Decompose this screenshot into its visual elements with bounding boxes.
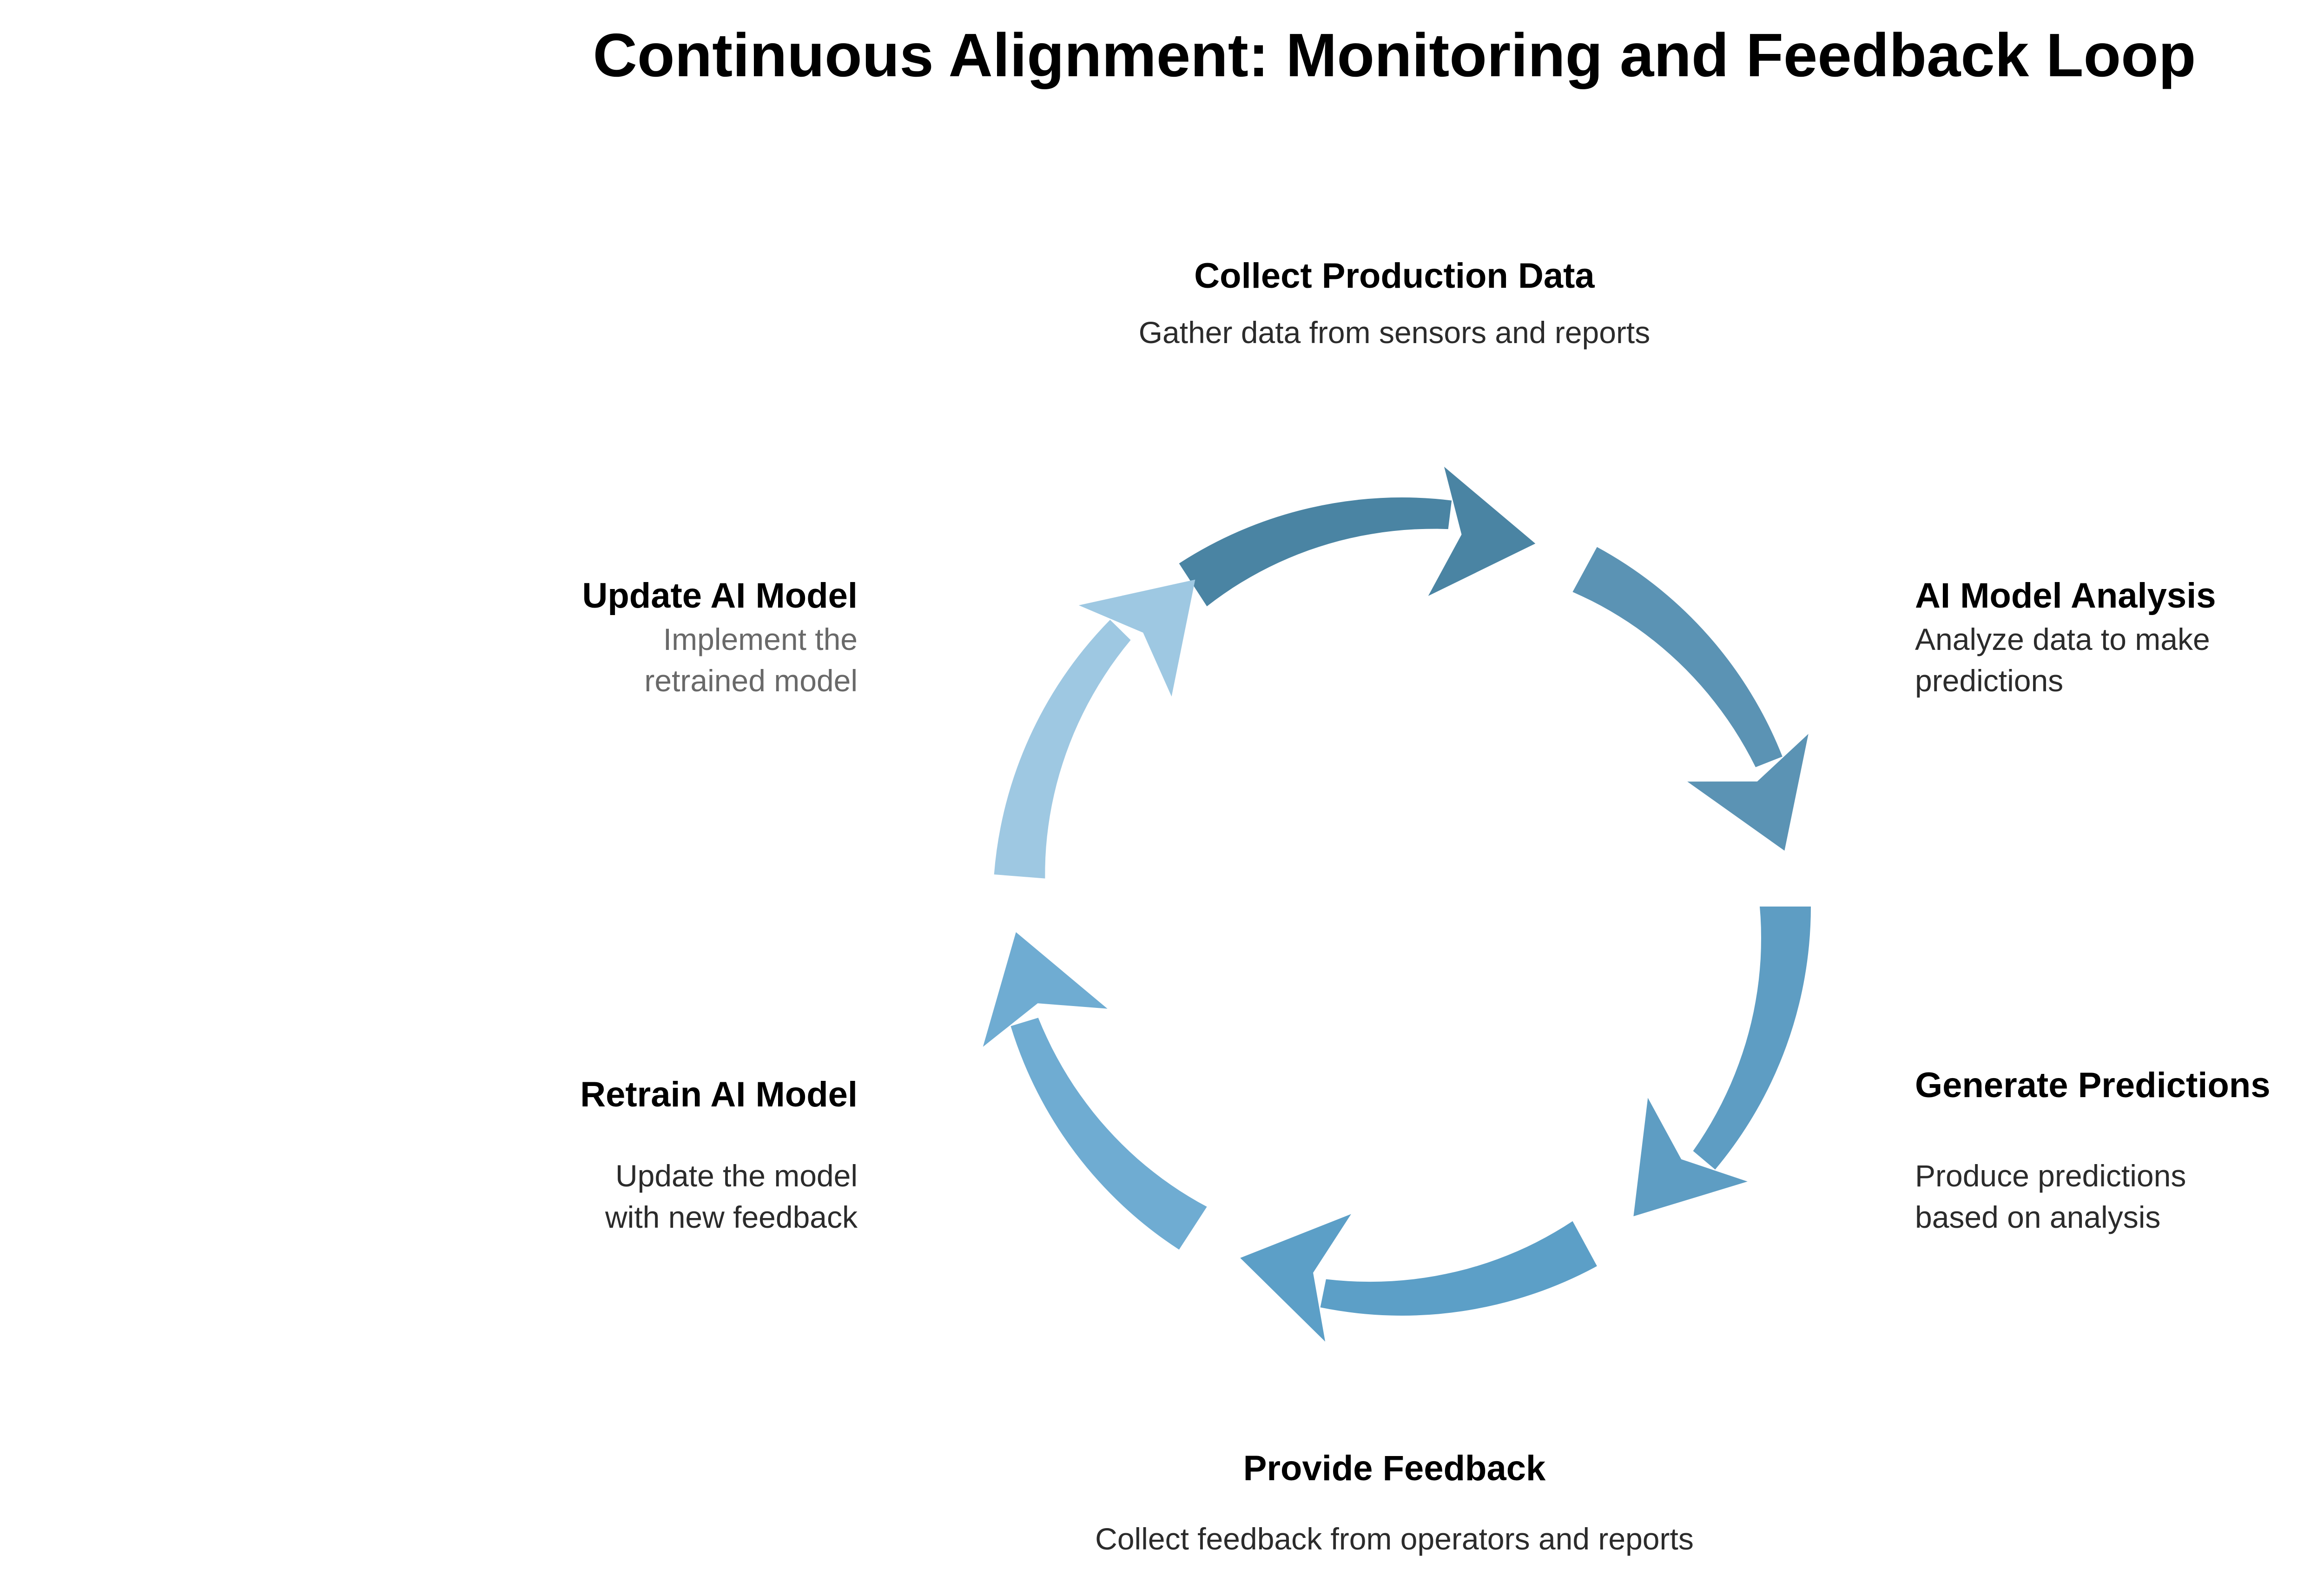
- cycle-arrowhead-3: [1240, 1214, 1351, 1342]
- stage-collect-production-data: Collect Production Data Gather data from…: [0, 255, 2324, 353]
- stage-description: Analyze data to make predictions: [1915, 622, 2210, 698]
- stage-title: Provide Feedback: [1243, 1449, 1546, 1488]
- stage-description: Implement the retrained model: [644, 622, 858, 698]
- stage-description: Update the model with new feedback: [605, 1159, 858, 1235]
- stage-title: Retrain AI Model: [580, 1075, 858, 1114]
- stage-title: Collect Production Data: [1194, 256, 1595, 296]
- cycle-arc-segment-5: [994, 620, 1131, 879]
- stage-description: Collect feedback from operators and repo…: [1095, 1522, 1694, 1556]
- cycle-arc-segment-1: [1572, 547, 1783, 768]
- stage-retrain-ai-model: Retrain AI Model Update the model with n…: [580, 1073, 858, 1238]
- stage-description: Produce predictions based on analysis: [1915, 1159, 2186, 1235]
- cycle-arc-segment-0: [1179, 497, 1452, 607]
- stage-generate-predictions: Generate Predictions Produce predictions…: [1915, 1064, 2271, 1238]
- stage-title: Update AI Model: [582, 576, 858, 616]
- stage-update-ai-model: Update AI Model Implement the retrained …: [582, 575, 858, 702]
- cycle-arc-segment-4: [1010, 1018, 1207, 1250]
- cycle-arrowhead-5: [1078, 579, 1195, 697]
- cycle-arrowhead-1: [1687, 734, 1809, 851]
- stage-description: Gather data from sensors and reports: [1138, 315, 1651, 350]
- cycle-arrowhead-0: [1428, 467, 1536, 596]
- cycle-arrowhead-4: [983, 932, 1108, 1047]
- stage-ai-model-analysis: AI Model Analysis Analyze data to make p…: [1915, 575, 2216, 702]
- page-title: Continuous Alignment: Monitoring and Fee…: [593, 21, 2196, 89]
- cycle-arc-segment-2: [1693, 907, 1811, 1170]
- stage-provide-feedback: Provide Feedback Collect feedback from o…: [0, 1447, 2324, 1560]
- cycle-arc-segment-3: [1320, 1221, 1597, 1316]
- cycle-arrowhead-2: [1633, 1098, 1748, 1217]
- stage-title: AI Model Analysis: [1915, 576, 2216, 616]
- stage-title: Generate Predictions: [1915, 1066, 2271, 1105]
